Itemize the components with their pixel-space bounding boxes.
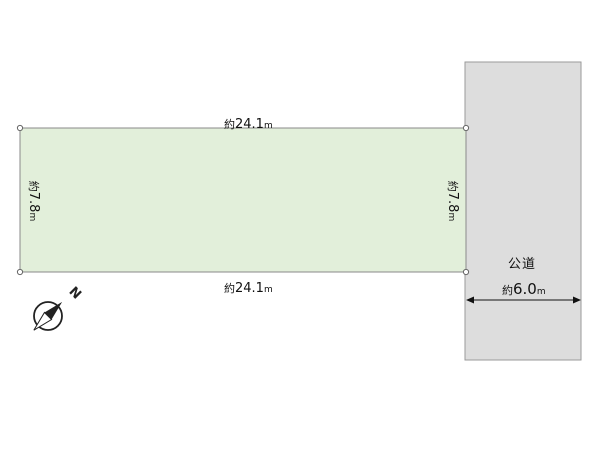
corner-marker-bottom-right: [462, 268, 470, 276]
road-width-label: 約6.0m: [502, 280, 546, 298]
public-road: [464, 61, 582, 361]
bottom-length-label: 約24.1m: [224, 281, 273, 296]
top-length-label: 約24.1m: [224, 117, 273, 132]
north-compass-icon: N: [33, 284, 84, 331]
road-width-dimension-line: [466, 296, 581, 304]
road-name-label: 公道: [508, 257, 537, 272]
land-plot: [19, 127, 467, 273]
corner-marker-bottom-left: [16, 268, 24, 276]
corner-marker-top-right: [462, 124, 470, 132]
compass-north-letter: N: [65, 284, 83, 302]
left-depth-label: 約7.8m: [26, 180, 41, 222]
corner-marker-top-left: [16, 124, 24, 132]
right-depth-label: 約7.8m: [445, 180, 460, 222]
